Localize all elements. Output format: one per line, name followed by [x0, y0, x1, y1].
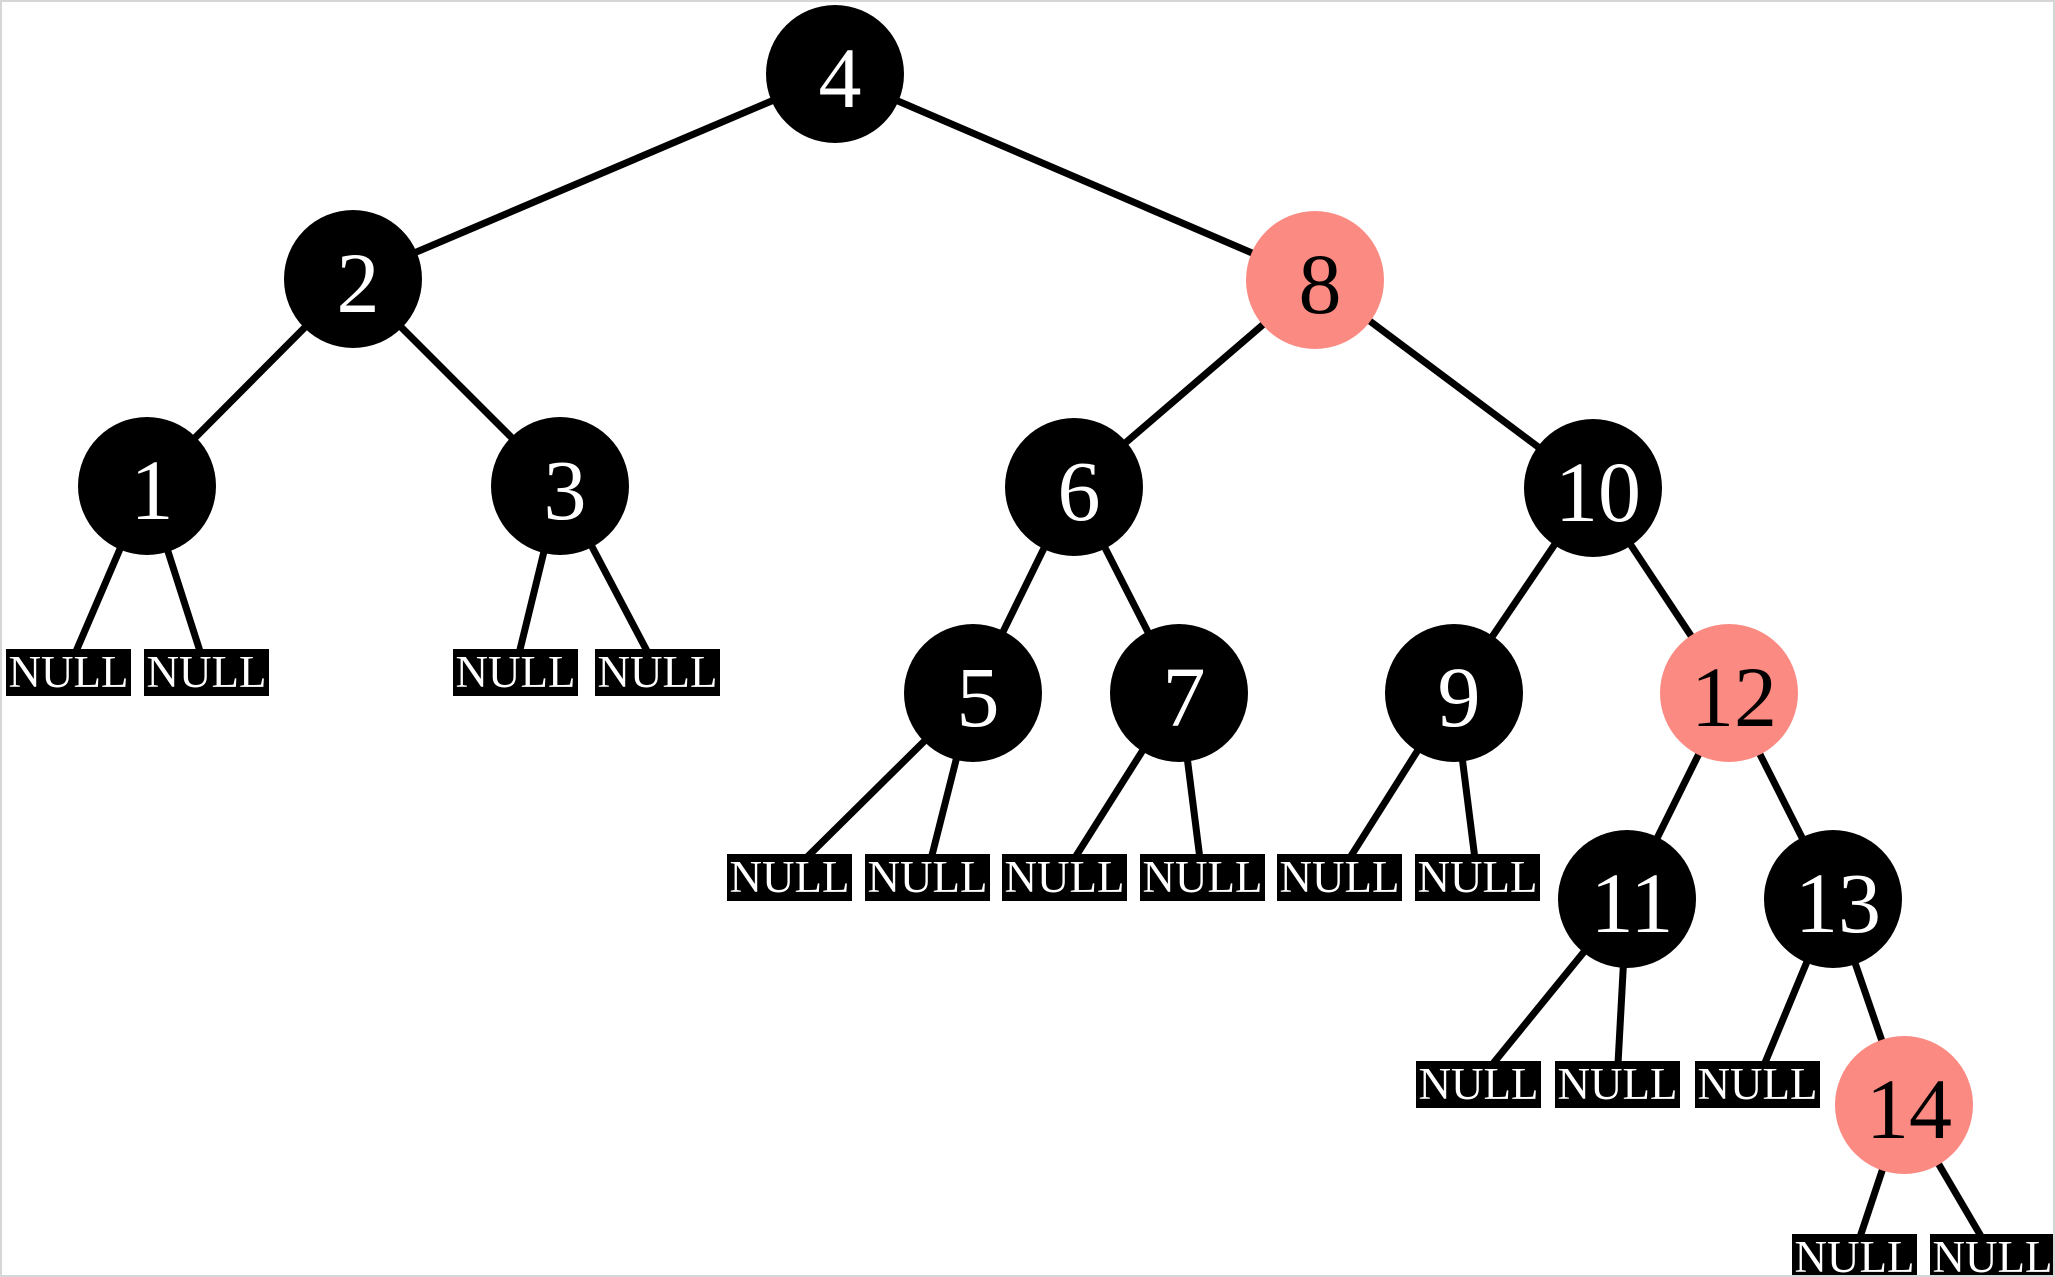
null-leaf: NULL	[1415, 854, 1540, 901]
null-leaf: NULL	[865, 854, 990, 901]
node-label: 11	[1590, 855, 1674, 951]
null-leaf: NULL	[1792, 1234, 1917, 1275]
node-label: 14	[1866, 1061, 1952, 1157]
node-label: 2	[336, 235, 380, 331]
node-label: 7	[1162, 649, 1206, 745]
tree-node-14: 14	[1835, 1036, 1973, 1174]
node-label: 9	[1437, 649, 1481, 745]
null-leaf: NULL	[727, 854, 852, 901]
null-leaf: NULL	[144, 649, 269, 696]
node-label: 10	[1555, 444, 1641, 540]
tree-node-3: 3	[491, 417, 629, 555]
node-label: 1	[130, 442, 174, 538]
tree-node-9: 9	[1385, 624, 1523, 762]
tree-node-4: 4	[766, 5, 904, 143]
node-label: 5	[956, 649, 1000, 745]
node-label: 4	[818, 30, 862, 126]
node-label: 13	[1795, 855, 1881, 951]
null-leaf: NULL	[1695, 1061, 1820, 1108]
node-label: 12	[1691, 649, 1777, 745]
tree-node-12: 12	[1660, 624, 1798, 762]
tree-node-7: 7	[1110, 624, 1248, 762]
edge-4-2	[351, 70, 837, 283]
tree-node-2: 2	[284, 210, 422, 348]
tree-node-13: 13	[1764, 830, 1902, 968]
node-label: 6	[1057, 443, 1101, 539]
null-leaf: NULL	[1416, 1061, 1541, 1108]
node-label: 3	[543, 442, 587, 538]
tree-node-10: 10	[1524, 419, 1662, 557]
null-leaf: NULL	[1140, 854, 1265, 901]
node-label: 8	[1298, 236, 1342, 332]
null-leaf: NULL	[1277, 854, 1402, 901]
null-leaf: NULL	[1002, 854, 1127, 901]
null-leaf: NULL	[1930, 1234, 2053, 1275]
null-leaf: NULL	[6, 649, 131, 696]
tree-node-11: 11	[1558, 830, 1696, 968]
tree-node-6: 6	[1005, 418, 1143, 556]
tree-node-1: 1	[78, 417, 216, 555]
tree-node-5: 5	[904, 624, 1042, 762]
null-leaf: NULL	[595, 649, 720, 696]
null-leaf: NULL	[1555, 1061, 1680, 1108]
null-leaf: NULL	[453, 649, 578, 696]
tree-node-8: 8	[1246, 211, 1384, 349]
edge-4-8	[833, 70, 1317, 284]
